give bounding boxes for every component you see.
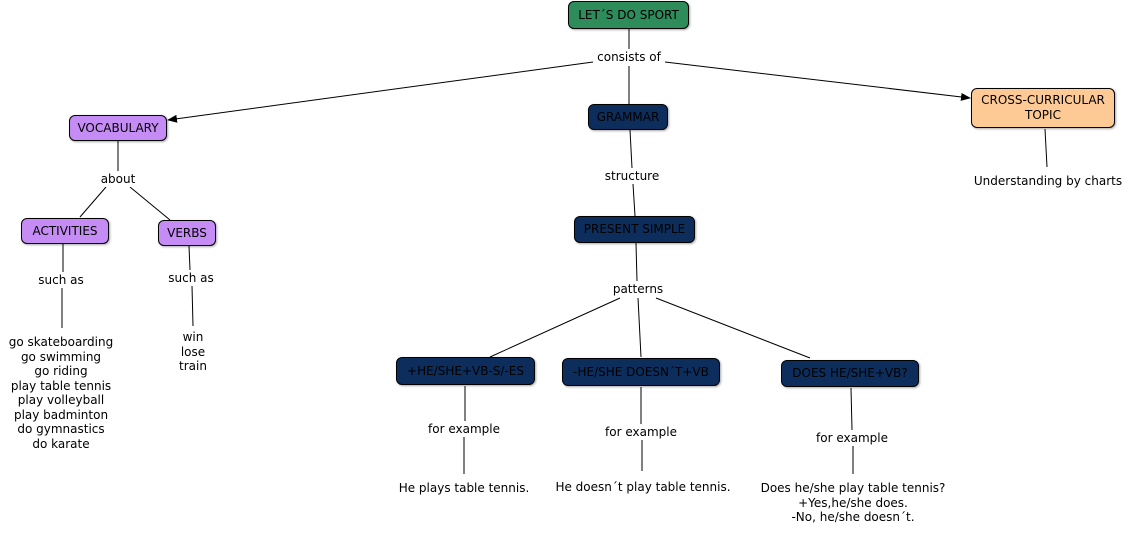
present-simple-node[interactable]: PRESENT SIMPLE xyxy=(574,216,695,243)
grammar-node[interactable]: GRAMMAR xyxy=(588,104,668,130)
list-item: lose xyxy=(180,344,206,359)
link-consists-of: consists of xyxy=(593,50,665,65)
example-question: Does he/she play table tennis? +Yes,he/s… xyxy=(750,481,956,525)
link-for-example-3: for example xyxy=(810,431,894,446)
node-label-line: TOPIC xyxy=(1025,108,1061,122)
list-item: do gymnastics xyxy=(17,422,105,436)
root-node[interactable]: LET´S DO SPORT xyxy=(568,1,689,29)
list-item: play table tennis xyxy=(10,378,112,393)
example-negative: He doesn´t play table tennis. xyxy=(548,480,738,495)
list-item: play badminton xyxy=(13,407,109,422)
pattern-affirmative-node[interactable]: +HE/SHE+VB-S/-ES xyxy=(396,357,535,385)
link-patterns: patterns xyxy=(607,282,669,297)
link-for-example-1: for example xyxy=(422,422,506,437)
node-label-line: CROSS-CURRICULAR xyxy=(981,93,1105,107)
vocabulary-node[interactable]: VOCABULARY xyxy=(69,115,167,141)
example-line: -No, he/she doesn´t. xyxy=(791,510,915,524)
verbs-node[interactable]: VERBS xyxy=(158,220,216,246)
link-about: about xyxy=(98,172,138,187)
activities-node[interactable]: ACTIVITIES xyxy=(21,218,109,244)
list-item: win xyxy=(182,330,204,344)
activities-list: go skateboarding go swimming go riding p… xyxy=(0,335,122,451)
cross-curricular-detail: Understanding by charts xyxy=(973,174,1123,188)
list-item: do karate xyxy=(32,436,90,451)
list-item: play volleyball xyxy=(17,393,105,407)
list-item: go skateboarding xyxy=(8,335,114,349)
list-item: go riding xyxy=(34,364,88,378)
list-item: train xyxy=(179,359,207,373)
list-item: go swimming xyxy=(20,349,102,364)
example-affirmative: He plays table tennis. xyxy=(384,481,544,496)
link-for-example-2: for example xyxy=(598,425,684,440)
example-line: Does he/she play table tennis? xyxy=(760,481,946,495)
verbs-list: win lose train xyxy=(168,330,218,374)
pattern-negative-node[interactable]: -HE/SHE DOESN´T+VB xyxy=(562,358,720,386)
pattern-question-node[interactable]: DOES HE/SHE+VB? xyxy=(781,360,919,387)
link-structure: structure xyxy=(598,169,666,184)
example-line: +Yes,he/she does. xyxy=(798,495,908,510)
link-such-as-verbs: such as xyxy=(163,271,219,286)
link-such-as-activities: such as xyxy=(33,273,89,288)
cross-curricular-node[interactable]: CROSS-CURRICULAR TOPIC xyxy=(971,88,1115,128)
example-line: He plays table tennis. xyxy=(398,481,530,495)
example-line: He doesn´t play table tennis. xyxy=(555,480,731,494)
